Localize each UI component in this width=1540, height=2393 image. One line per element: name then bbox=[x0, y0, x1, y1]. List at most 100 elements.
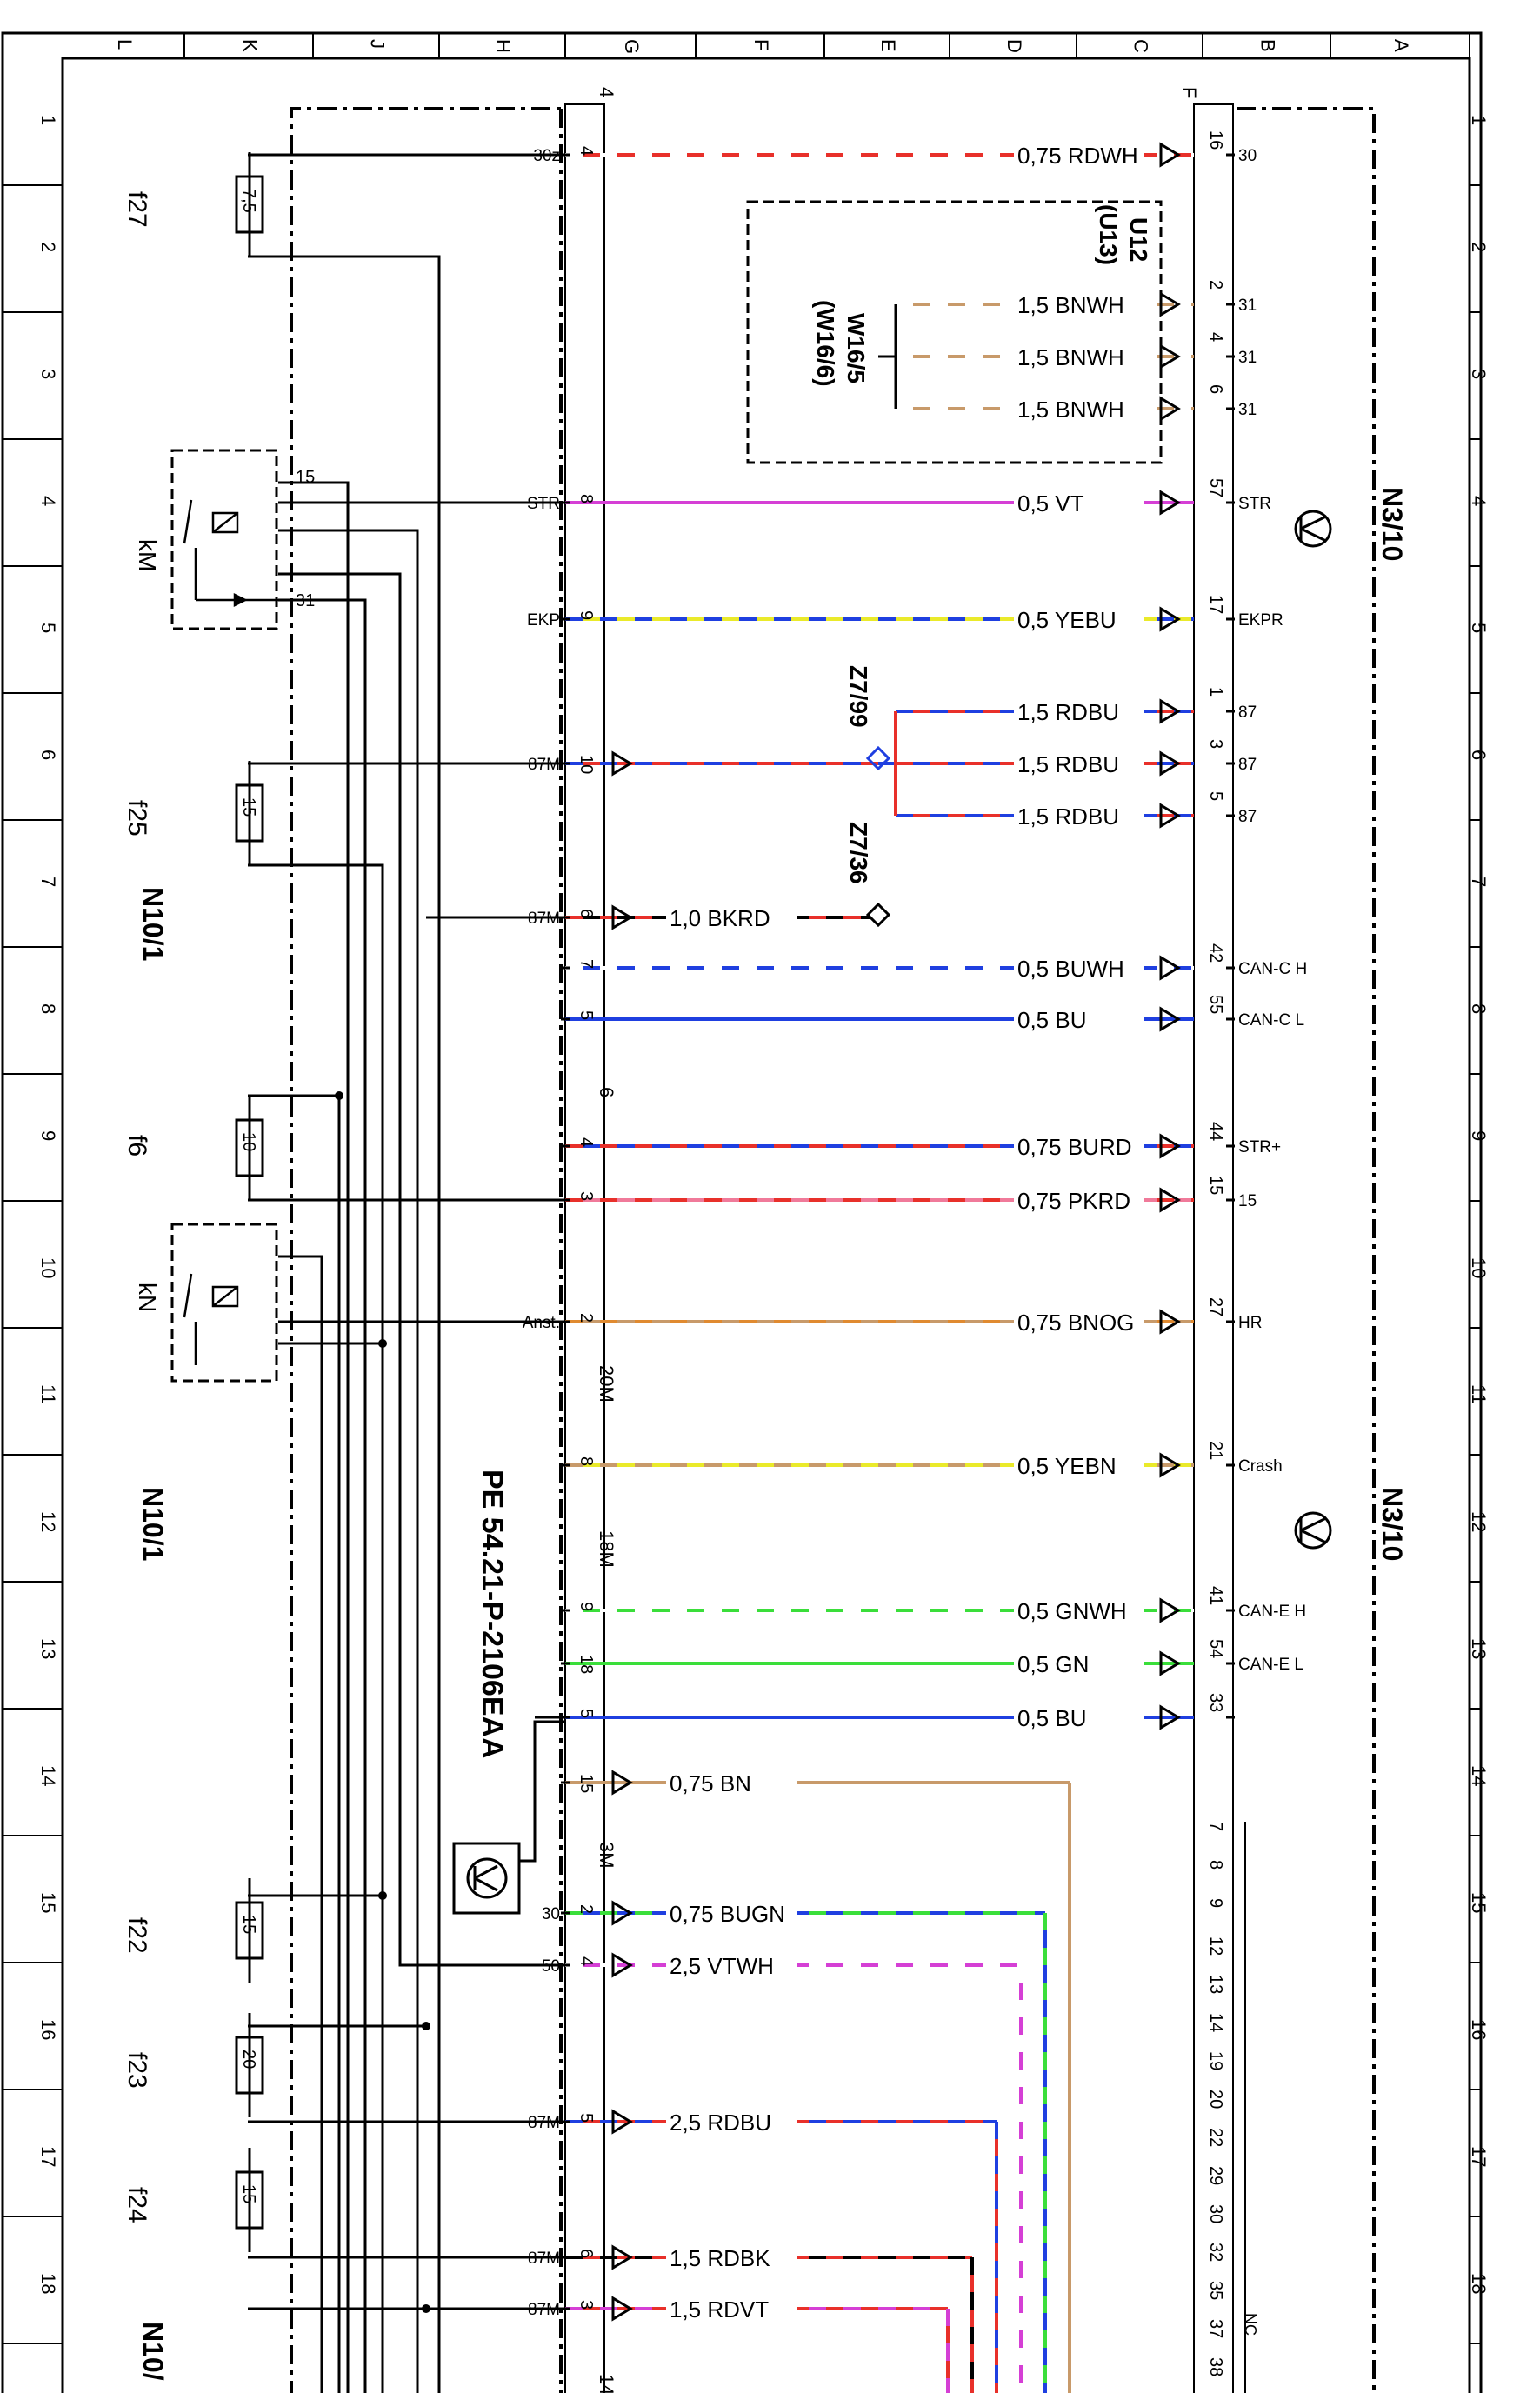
wire-label: 0,75 BURD bbox=[1017, 1134, 1132, 1160]
connector-f-label: F bbox=[1178, 87, 1200, 98]
connector-pin-number: 55 bbox=[1206, 995, 1225, 1014]
connector-3m-label: 3M bbox=[596, 1842, 617, 1869]
direction-arrow-icon bbox=[1159, 1452, 1181, 1478]
connector-pin-number: 4 bbox=[577, 1956, 596, 1966]
fuse-rating: 15 bbox=[239, 1915, 258, 1934]
nc-label: NC bbox=[1242, 2313, 1259, 2336]
direction-arrow-icon bbox=[1159, 1309, 1181, 1335]
grid-row-label-left: 3 bbox=[37, 369, 59, 379]
kn-label: kN bbox=[134, 1283, 161, 1312]
wire-label: 1,0 BKRD bbox=[670, 905, 770, 931]
connector-pin-number: 6 bbox=[577, 2249, 596, 2258]
wire-label: 1,5 BNWH bbox=[1017, 292, 1124, 318]
internal-wire bbox=[278, 1255, 323, 2393]
direction-arrow-icon bbox=[1159, 1006, 1181, 1032]
nc-pin-number: 8 bbox=[1206, 1860, 1225, 1870]
connector-pin-number: 17 bbox=[1206, 595, 1225, 614]
n10-1-module-boundary bbox=[290, 107, 563, 2393]
wire-label-bg bbox=[1014, 1596, 1144, 1623]
grid-row-label-left: 2 bbox=[37, 242, 59, 252]
wire-label: 0,5 GNWH bbox=[1017, 1598, 1127, 1624]
direction-arrow-icon bbox=[611, 904, 633, 930]
wire-label-bg bbox=[666, 1951, 797, 1977]
wire-label-bg bbox=[1014, 1650, 1144, 1676]
connector-14-label: 14 bbox=[596, 2374, 617, 2393]
grid-row-label-right: 13 bbox=[1468, 1638, 1490, 1659]
n10-1-label-c: N10/ bbox=[137, 2322, 169, 2381]
nc-pin-number: 7 bbox=[1206, 1822, 1225, 1831]
connector-pin-number: 4 bbox=[577, 1137, 596, 1147]
wire-label: 0,75 PKRD bbox=[1017, 1188, 1130, 1214]
left-pin-label: 30 bbox=[542, 1905, 560, 1923]
connector-pin-number: 42 bbox=[1206, 943, 1225, 963]
fuse-id: f6 bbox=[123, 1135, 151, 1157]
connector-20m-label: 20M bbox=[596, 1365, 617, 1403]
right-pin-label: 31 bbox=[1238, 349, 1257, 367]
direction-arrow-icon bbox=[1159, 606, 1181, 632]
nc-pin-number: 19 bbox=[1206, 2051, 1225, 2070]
direction-arrow-icon bbox=[611, 2296, 633, 2322]
kn-relay-symbol bbox=[183, 1273, 239, 1365]
connector-pin-number: 3 bbox=[577, 2300, 596, 2310]
w16-6-label: (W16/6) bbox=[812, 300, 839, 387]
wire-label: 0,5 YEBU bbox=[1017, 607, 1117, 633]
grid-column-label: H bbox=[493, 39, 515, 53]
grid-column-label: L bbox=[114, 39, 136, 50]
wire-label-bg bbox=[1014, 395, 1144, 421]
grid-row-label-right: 5 bbox=[1468, 623, 1490, 633]
n10-1-label-a: N10/1 bbox=[137, 887, 169, 961]
wire-label: 0,75 BN bbox=[670, 1770, 751, 1796]
right-pin-label: 31 bbox=[1238, 297, 1257, 315]
fuse-id: f22 bbox=[123, 1917, 151, 1954]
connector-pin-number: 21 bbox=[1206, 1441, 1225, 1460]
connector-pin-number: 2 bbox=[1206, 280, 1225, 290]
grid-row-label-right: 7 bbox=[1468, 877, 1490, 887]
direction-arrow-icon bbox=[611, 2109, 633, 2135]
inner-border bbox=[61, 57, 1471, 2393]
connector-4-label: 4 bbox=[596, 87, 617, 97]
transistor-icon bbox=[1294, 510, 1332, 548]
connector-strip-n3-10 bbox=[1193, 103, 1234, 2393]
wire-label-bg bbox=[666, 2243, 797, 2270]
wire-label-bg bbox=[1014, 697, 1144, 723]
direction-arrow-icon bbox=[1159, 1187, 1181, 1213]
wire-label: 0,5 BU bbox=[1017, 1705, 1087, 1731]
fuse-rating: 20 bbox=[239, 2050, 258, 2069]
connector-pin-number: 18 bbox=[577, 1655, 596, 1674]
junction-dot bbox=[378, 1339, 387, 1348]
grid-row-label-left: 5 bbox=[37, 623, 59, 633]
right-pin-label: STR bbox=[1238, 495, 1271, 513]
grid-row-label-left: 15 bbox=[37, 1892, 59, 1913]
nc-pin-number: 22 bbox=[1206, 2128, 1225, 2147]
km-relay-symbol bbox=[183, 499, 278, 608]
connector-pin-number: 16 bbox=[1206, 130, 1225, 150]
grid-row-label-right: 6 bbox=[1468, 750, 1490, 760]
grid-row-label-left: 14 bbox=[37, 1765, 59, 1786]
grid-row-label-left: 9 bbox=[37, 1130, 59, 1141]
n3-10-label-bottom: N3/10 bbox=[1377, 1487, 1408, 1561]
wire-label: 0,5 BUWH bbox=[1017, 956, 1124, 982]
nc-pin-number: 38 bbox=[1206, 2357, 1225, 2376]
connector-18m-label: 18M bbox=[596, 1530, 617, 1568]
wire-label-bg bbox=[666, 2295, 797, 2321]
connector-pin-number: 6 bbox=[577, 909, 596, 918]
grid-row-label-left: 7 bbox=[37, 877, 59, 887]
junction-dot bbox=[378, 1891, 387, 1900]
wire-label: 1,5 RDBU bbox=[1017, 803, 1119, 830]
connector-pin-number: 54 bbox=[1206, 1639, 1225, 1658]
grid-row-label-right: 14 bbox=[1468, 1765, 1490, 1786]
direction-arrow-icon bbox=[1159, 750, 1181, 777]
junction-dot bbox=[335, 1091, 343, 1100]
grid-row-label-right: 9 bbox=[1468, 1130, 1490, 1141]
grid-row-label-right: 4 bbox=[1468, 496, 1490, 506]
grid-column-label: J bbox=[367, 39, 389, 49]
wire-label: 0,5 YEBN bbox=[1017, 1453, 1117, 1479]
right-pin-label: Crash bbox=[1238, 1457, 1283, 1476]
direction-arrow-icon bbox=[1159, 1597, 1181, 1623]
km-relay-box bbox=[170, 449, 278, 630]
internal-wire bbox=[278, 529, 419, 2393]
internal-wire bbox=[248, 863, 384, 2393]
right-pin-label: 87 bbox=[1238, 808, 1257, 826]
wire-label-bg bbox=[1014, 954, 1144, 980]
